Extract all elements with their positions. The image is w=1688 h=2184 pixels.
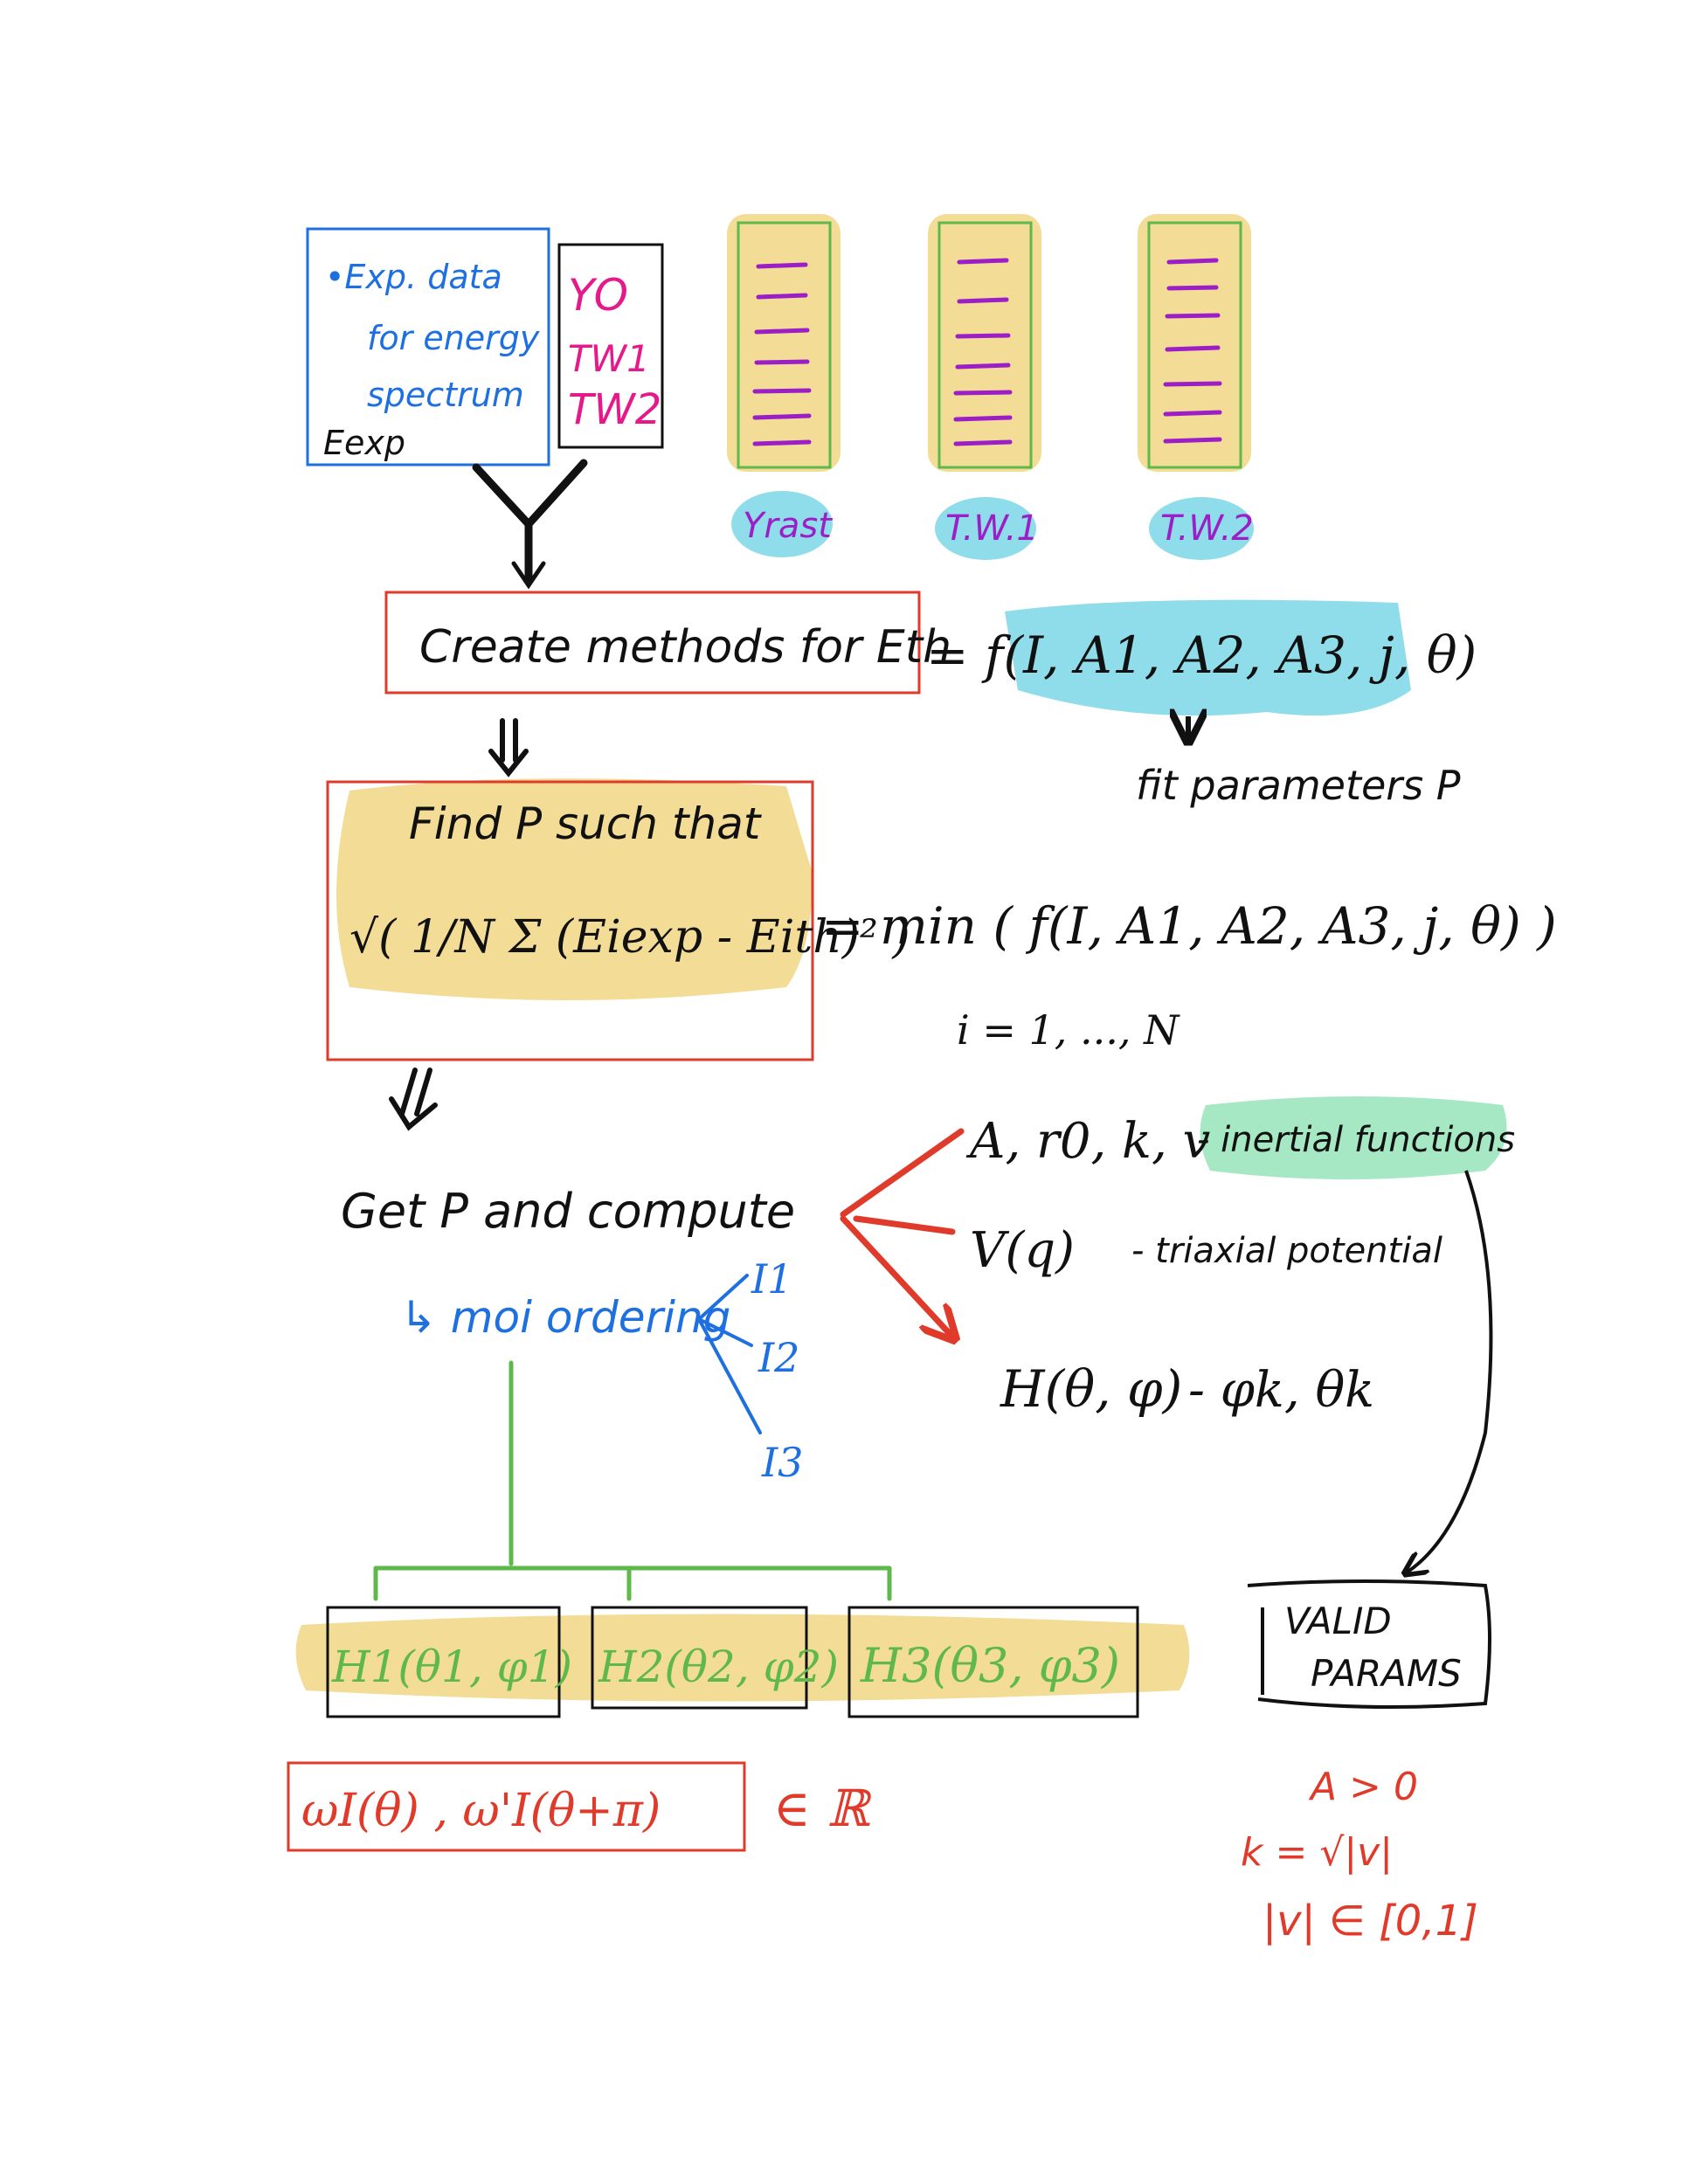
rms-formula: √( 1/N Σ (Eiexp - Eith)² ): [349, 911, 910, 964]
branch-hamiltonian-lhs: H(θ, φ): [1000, 1359, 1182, 1419]
spectrum-tw1-levels: [953, 258, 1013, 446]
moment-i2: I2: [758, 1334, 799, 1381]
hamiltonians-highlight: [295, 1614, 1190, 1702]
green-tree: [373, 1360, 892, 1601]
find-parameters-title: Find P such that: [409, 798, 763, 849]
energy-formula: = f(I, A1, A2, A3, j, θ): [926, 625, 1477, 685]
branch-potential-rhs: - triaxial potential: [1131, 1231, 1442, 1271]
hamiltonian-1: H1(θ1, φ1): [331, 1641, 572, 1692]
spectrum-tw2-levels: [1163, 258, 1222, 444]
down-double-arrow-1: [488, 718, 529, 778]
spectrum-yrast-highlight: [727, 214, 841, 472]
spectrum-tw1-frame: [937, 221, 1033, 469]
spectrum-tw1-highlight: [928, 214, 1041, 472]
create-methods-box: [384, 591, 921, 695]
min-formula: = min ( f(I, A1, A2, A3, j, θ) ): [821, 896, 1557, 956]
omega-text: ωI(θ) , ω'I(θ+π): [301, 1785, 661, 1837]
create-methods-text: Create methods for Eth: [419, 621, 951, 674]
constraint-a: A > 0: [1308, 1765, 1418, 1809]
moi-branches: [697, 1274, 762, 1434]
valid-params-box: [1247, 1579, 1491, 1709]
spectrum-tw2-highlight: [1138, 214, 1251, 472]
formula-highlight: [1005, 599, 1411, 716]
red-branch-arrows: [840, 1128, 961, 1337]
constraint-k: k = √|v|: [1241, 1830, 1393, 1875]
spectrum-yrast-levels: [752, 262, 812, 446]
branch-hamiltonian-rhs: - φk, θk: [1188, 1362, 1374, 1419]
branch-inertial-lhs: A, r0, k, v: [965, 1113, 1211, 1170]
band-item-tw1: TW1: [568, 337, 650, 380]
hamiltonian-box-3: [847, 1606, 1139, 1718]
exp-data-line3: spectrum: [367, 376, 524, 414]
find-highlight: [336, 778, 813, 1000]
spectrum-yrast: Yrast: [727, 214, 841, 557]
fit-parameters-note: fit parameters P: [1136, 762, 1461, 809]
bands-box: [557, 243, 664, 449]
hamiltonian-box-1: [326, 1606, 561, 1718]
constraint-v: |v| ∈ [0,1]: [1263, 1897, 1478, 1946]
inertial-highlight: [1200, 1096, 1507, 1179]
valid-params-line1: VALID: [1284, 1600, 1392, 1642]
band-item-yo: YO: [568, 270, 628, 321]
spectrum-yrast-frame: [737, 221, 832, 469]
to-valid-params-arrow: [1407, 1170, 1493, 1572]
moi-ordering: ↳ moi ordering: [400, 1292, 730, 1343]
spectrum-tw2-label: T.W.2: [1160, 508, 1254, 549]
down-double-arrow-2: [389, 1068, 438, 1131]
spectrum-yrast-label: Yrast: [743, 506, 833, 546]
exp-data-label: Eexp: [323, 424, 405, 462]
omega-set: ∈ ℝ: [773, 1779, 872, 1838]
merge-arrow-head: [511, 561, 546, 590]
hamiltonian-box-2: [591, 1606, 808, 1710]
merge-arrow: [472, 459, 588, 585]
branch-inertial-rhs: - inertial functions: [1197, 1120, 1515, 1160]
moment-i3: I3: [761, 1439, 803, 1486]
spectrum-tw2-label-bg: [1149, 497, 1254, 560]
hamiltonian-3: H3(θ3, φ3): [860, 1638, 1120, 1693]
hamiltonian-2: H2(θ2, φ2): [598, 1641, 839, 1692]
spectrum-tw2-frame: [1147, 221, 1242, 469]
exp-data-line1: •Exp. data: [325, 258, 502, 296]
spectrum-yrast-label-bg: [731, 491, 833, 557]
find-parameters-box: [326, 780, 814, 1061]
compute-title: Get P and compute: [341, 1184, 795, 1239]
spectrum-tw2: T.W.2: [1138, 214, 1254, 560]
index-range: i = 1, ..., N: [957, 1006, 1180, 1054]
spectrum-tw1-label: T.W.1: [945, 508, 1039, 549]
omega-box: [287, 1761, 746, 1852]
exp-data-line2: for energy: [367, 319, 540, 357]
spectrum-tw1: T.W.1: [928, 214, 1041, 560]
valid-params-line2: PARAMS: [1311, 1652, 1462, 1695]
band-item-tw2: TW2: [568, 385, 661, 434]
moment-i1: I1: [751, 1255, 792, 1303]
exp-data-box: [306, 227, 550, 467]
spectrum-tw1-label-bg: [935, 497, 1036, 560]
branch-potential-lhs: V(q): [970, 1222, 1075, 1279]
